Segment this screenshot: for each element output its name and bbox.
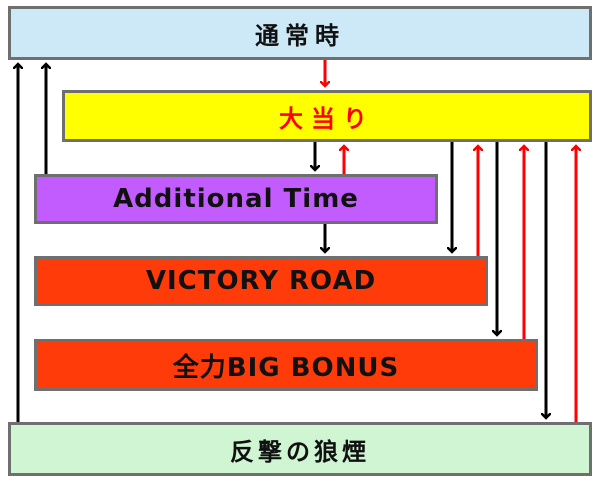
node-additional-time: Additional Time — [34, 174, 438, 224]
node-additional-time-label: Additional Time — [113, 184, 359, 214]
node-victory-road-label: VICTORY ROAD — [145, 266, 377, 296]
node-counterattack-label: 反撃の狼煙 — [230, 437, 370, 466]
node-normal-mode: 通常時 — [8, 6, 592, 60]
node-normal-mode-label: 通常時 — [255, 21, 345, 50]
node-counterattack: 反撃の狼煙 — [8, 422, 592, 476]
node-big-hit-label: 大当り — [279, 104, 375, 133]
node-big-bonus-label: 全力BIG BONUS — [172, 352, 400, 383]
node-victory-road: VICTORY ROAD — [34, 256, 488, 306]
node-big-hit: 大当り — [62, 90, 592, 142]
node-big-bonus: 全力BIG BONUS — [34, 339, 538, 391]
